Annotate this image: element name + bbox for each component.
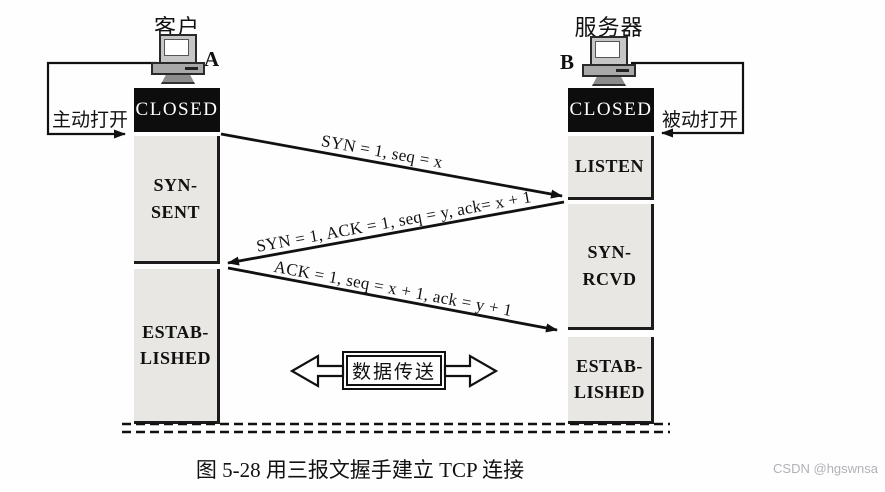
server-state-syn-rcvd: SYN- RCVD	[568, 204, 654, 330]
server-state-listen-label: LISTEN	[574, 156, 645, 177]
server-monitor	[590, 36, 628, 66]
data-transfer-right-arrow-icon	[443, 354, 499, 388]
passive-open-arrow	[631, 61, 745, 138]
client-state-syn-sent-label: SYN- SENT	[150, 175, 201, 222]
server-state-established: ESTAB- LISHED	[568, 337, 654, 424]
client-system-unit	[151, 62, 205, 75]
figure-caption: 图 5-28 用三报文握手建立 TCP 连接	[195, 458, 525, 482]
server-title: 服务器	[574, 15, 644, 40]
client-host-label: A	[204, 47, 220, 71]
data-transfer-box-inner: 数据传送	[346, 355, 442, 386]
client-state-established: ESTAB- LISHED	[134, 269, 220, 424]
data-transfer-box: 数据传送	[342, 351, 446, 390]
active-open-arrow	[46, 61, 157, 139]
client-drive-slot	[185, 67, 198, 70]
server-computer-icon	[581, 36, 639, 86]
server-system-unit	[582, 64, 636, 77]
server-base	[592, 77, 626, 86]
server-state-listen: LISTEN	[568, 136, 654, 200]
syn-segment-arrow	[220, 132, 563, 199]
client-state-established-label: ESTAB- LISHED	[139, 321, 212, 368]
active-open-label: 主动打开	[51, 110, 128, 131]
client-monitor	[159, 34, 197, 64]
server-state-syn-rcvd-label: SYN- RCVD	[582, 242, 637, 289]
client-state-closed: CLOSED	[134, 88, 220, 132]
client-screen	[164, 39, 189, 56]
client-state-closed-label: CLOSED	[135, 99, 219, 120]
server-state-closed-label: CLOSED	[569, 99, 653, 120]
watermark: CSDN @hgswnsa	[773, 461, 878, 476]
client-computer-icon	[150, 34, 208, 84]
server-host-label: B	[560, 50, 575, 74]
client-state-syn-sent: SYN- SENT	[134, 136, 220, 264]
ack-segment-arrow	[227, 266, 558, 333]
data-transfer-label: 数据传送	[351, 362, 436, 383]
server-drive-slot	[616, 69, 629, 72]
syn-ack-segment-arrow	[227, 200, 565, 266]
server-screen	[595, 41, 620, 58]
client-base	[161, 75, 195, 84]
server-state-closed: CLOSED	[568, 88, 654, 132]
data-transfer-left-arrow-icon	[289, 354, 345, 388]
passive-open-label: 被动打开	[661, 110, 738, 131]
server-state-established-label: ESTAB- LISHED	[573, 355, 646, 402]
